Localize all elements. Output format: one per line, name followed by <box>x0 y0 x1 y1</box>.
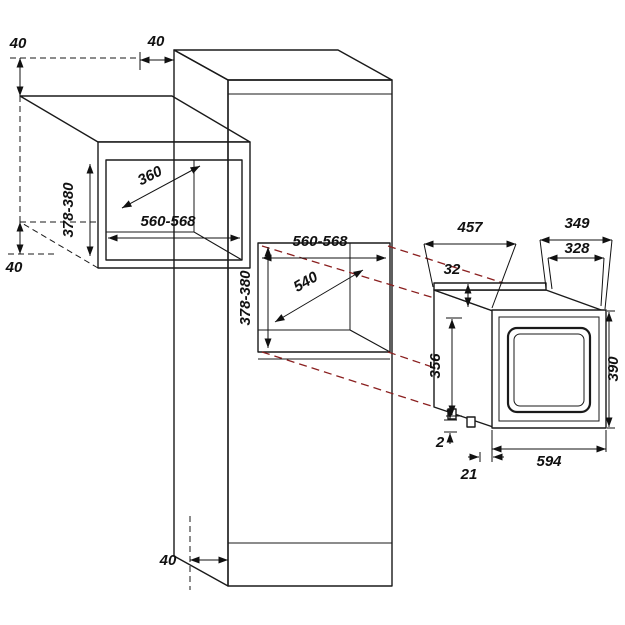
label-appliance-front-width: 594 <box>536 453 562 470</box>
col-niche-opening <box>257 242 391 353</box>
tall-unit-top-face <box>173 49 393 81</box>
ext-349-right <box>604 239 613 310</box>
tall-unit-front-face <box>227 79 393 587</box>
tall-unit-niche-interior <box>258 243 390 352</box>
label-appliance-flange-overlap: 21 <box>460 466 478 483</box>
label-appliance-foot-gap: 2 <box>435 434 445 451</box>
wall-unit-top-face <box>19 95 251 143</box>
dimension-lines-group <box>8 52 615 590</box>
appliance-door-window-inner <box>513 333 585 407</box>
wall-unit-hidden-bottom-side-edge <box>19 221 99 269</box>
dim-wall-niche-depth <box>121 165 201 209</box>
label-col-niche-depth: 540 <box>291 268 322 296</box>
label-col-niche-height: 378-380 <box>237 270 254 326</box>
dim-col-niche-depth <box>274 269 364 323</box>
label-top-left-gap: 40 <box>9 35 27 52</box>
appliance-top-rail <box>433 282 547 291</box>
label-wall-niche-width: 560-568 <box>140 213 196 230</box>
wall-unit-group <box>19 95 251 269</box>
label-col-niche-width: 560-568 <box>292 233 348 250</box>
label-appliance-depth-upper: 349 <box>564 215 590 232</box>
label-appliance-top-step: 32 <box>444 261 461 278</box>
tall-unit-group <box>173 49 393 587</box>
label-appliance-body-height: 356 <box>427 353 444 379</box>
ext-457-left <box>423 243 434 288</box>
label-bottom-left-gap: 40 <box>5 259 23 276</box>
label-appliance-front-height: 390 <box>605 356 622 382</box>
label-plinth-gap: 40 <box>159 552 177 569</box>
appliance-foot-front <box>466 416 476 428</box>
ext-349-left <box>539 239 547 289</box>
ext-328-right <box>600 257 605 307</box>
label-appliance-depth-body: 328 <box>564 240 590 257</box>
appliance-door-window <box>506 326 592 414</box>
ext-328-left <box>547 257 553 290</box>
label-top-center-gap: 40 <box>147 33 165 50</box>
label-wall-niche-height: 378-380 <box>60 182 77 238</box>
appliance-door <box>498 316 600 422</box>
ext-457-right <box>491 243 517 309</box>
col-niche-floor <box>258 329 390 352</box>
appliance-group <box>433 282 607 429</box>
wall-unit-niche-interior <box>106 160 242 260</box>
label-appliance-depth-total: 457 <box>456 219 483 236</box>
col-niche-side-wall <box>349 243 390 352</box>
wall-niche-floor <box>106 231 242 260</box>
